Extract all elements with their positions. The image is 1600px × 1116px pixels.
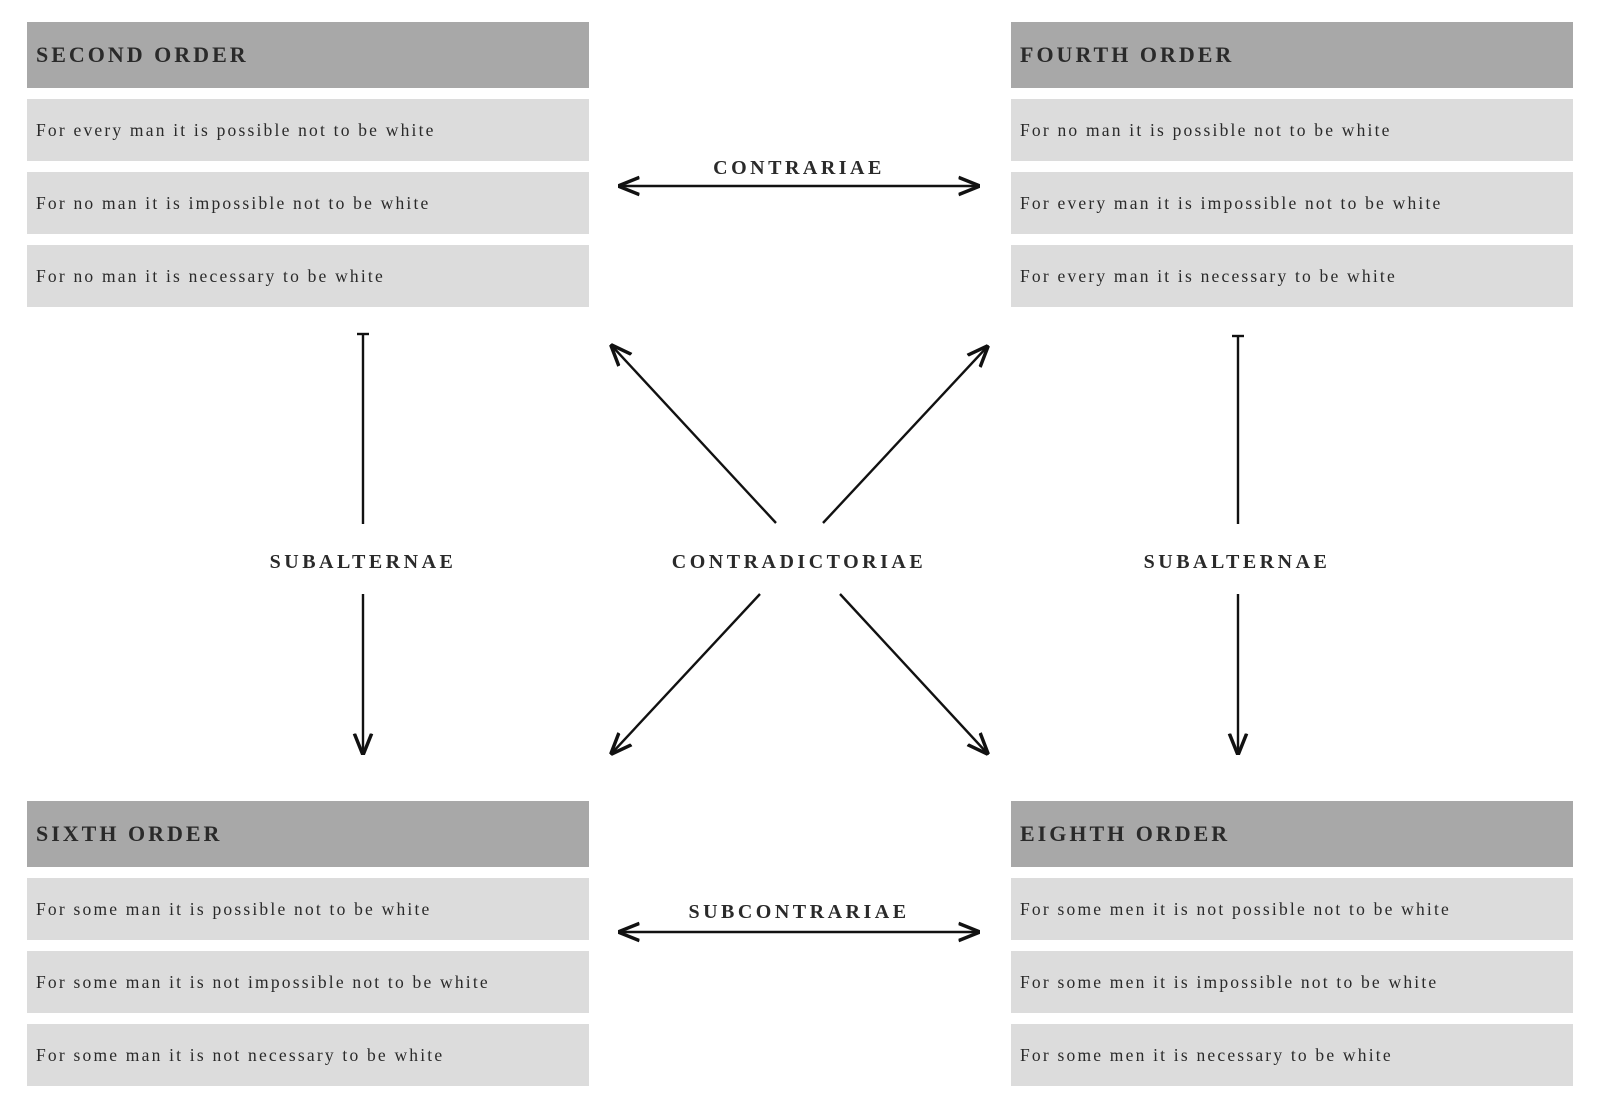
sixth-order-title: SIXTH ORDER <box>27 801 589 867</box>
fourth-order-row-2: For every man it is impossible not to be… <box>1011 172 1573 234</box>
fourth-order-row-3: For every man it is necessary to be whit… <box>1011 245 1573 307</box>
eighth-order-box: EIGHTH ORDER For some men it is not poss… <box>1011 801 1573 1086</box>
sixth-order-box: SIXTH ORDER For some man it is possible … <box>27 801 589 1086</box>
contradictoriae-label: CONTRADICTORIAE <box>671 551 927 573</box>
second-order-box: SECOND ORDER For every man it is possibl… <box>27 22 589 307</box>
fourth-order-box: FOURTH ORDER For no man it is possible n… <box>1011 22 1573 307</box>
eighth-order-row-3: For some men it is necessary to be white <box>1011 1024 1573 1086</box>
fourth-order-title: FOURTH ORDER <box>1011 22 1573 88</box>
sixth-order-row-3: For some man it is not necessary to be w… <box>27 1024 589 1086</box>
second-order-title: SECOND ORDER <box>27 22 589 88</box>
sixth-order-row-2: For some man it is not impossible not to… <box>27 951 589 1013</box>
eighth-order-row-2: For some men it is impossible not to be … <box>1011 951 1573 1013</box>
second-order-row-2: For no man it is impossible not to be wh… <box>27 172 589 234</box>
second-order-row-1: For every man it is possible not to be w… <box>27 99 589 161</box>
eighth-order-title: EIGHTH ORDER <box>1011 801 1573 867</box>
fourth-order-row-1: For no man it is possible not to be whit… <box>1011 99 1573 161</box>
contradictoriae-arrow-up-right <box>822 347 987 524</box>
sixth-order-row-1: For some man it is possible not to be wh… <box>27 878 589 940</box>
contrariae-label: CONTRARIAE <box>713 157 885 179</box>
contradictoriae-arrow-down-right <box>839 593 987 753</box>
subalternae-left-label: SUBALTERNAE <box>269 551 457 573</box>
eighth-order-row-1: For some men it is not possible not to b… <box>1011 878 1573 940</box>
second-order-row-3: For no man it is necessary to be white <box>27 245 589 307</box>
contradictoriae-arrow-down-left <box>612 593 761 753</box>
subalternae-right-label: SUBALTERNAE <box>1143 551 1331 573</box>
contradictoriae-arrow-up-left <box>612 346 777 524</box>
subcontrariae-label: SUBCONTRARIAE <box>688 901 910 923</box>
